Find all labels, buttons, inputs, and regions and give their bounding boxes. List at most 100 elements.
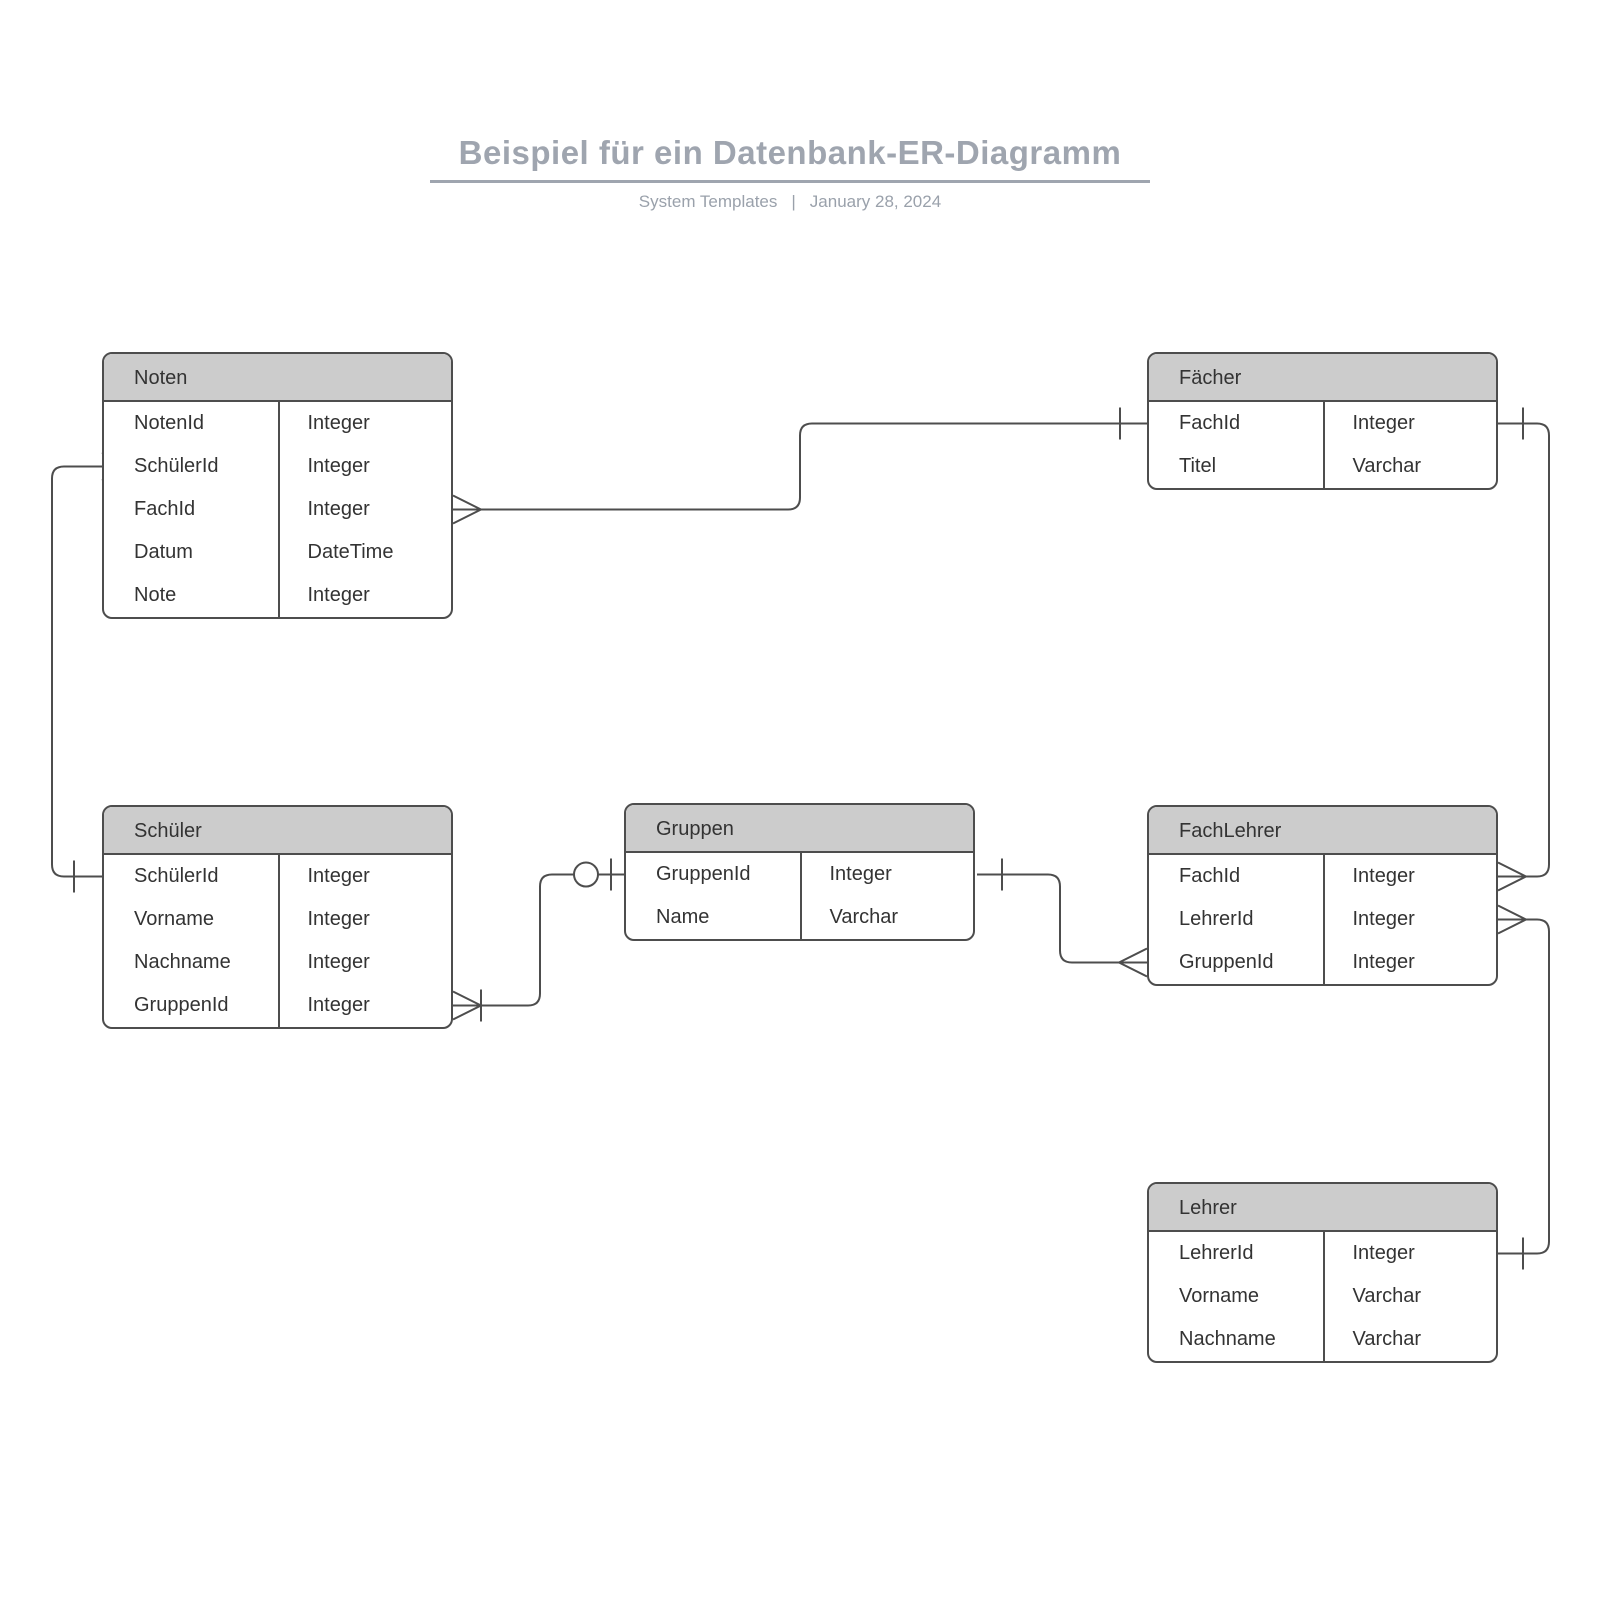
field-row: Vorname Varchar <box>1149 1275 1496 1318</box>
field-type: Integer <box>277 488 452 531</box>
field-name: Datum <box>134 541 193 563</box>
cardinality-zero-circle-icon <box>573 861 599 888</box>
field-name: FachId <box>1179 412 1241 434</box>
crowfoot-many-icon <box>1118 947 1148 978</box>
entity-table-gruppen[interactable]: Gruppen GruppenId Integer Name Varchar <box>624 803 975 941</box>
byline: System Templates <box>638 192 778 211</box>
entity-header: Fächer <box>1149 354 1496 402</box>
field-name: GruppenId <box>134 994 229 1016</box>
field-row: Vorname Integer <box>104 898 451 941</box>
field-name: LehrerId <box>1179 908 1254 930</box>
subtitle: System Templates | January 28, 2024 <box>430 192 1150 212</box>
field-name: Vorname <box>1179 1285 1260 1307</box>
field-name: FachId <box>134 498 196 520</box>
entity-table-noten[interactable]: Noten NotenId Integer SchülerId Integer … <box>102 352 453 619</box>
relationship-line <box>1498 918 1550 1255</box>
entity-table-schueler[interactable]: Schüler SchülerId Integer Vorname Intege… <box>102 805 453 1029</box>
relationship-faecher-fachlehrer[interactable] <box>1497 407 1550 892</box>
field-row: FachId Integer <box>1149 855 1496 898</box>
field-row: LehrerId Integer <box>1149 898 1496 941</box>
entity-header: Schüler <box>104 807 451 855</box>
entity-header: Noten <box>104 354 451 402</box>
relationship-gruppen-fachlehrer[interactable] <box>977 858 1148 978</box>
entity-body: LehrerId Integer Vorname Varchar Nachnam… <box>1149 1232 1496 1361</box>
field-name: Nachname <box>1179 1328 1276 1350</box>
field-row: SchülerId Integer <box>104 445 451 488</box>
field-row: Note Integer <box>104 574 451 617</box>
relationship-line <box>1498 422 1550 878</box>
field-row: Nachname Integer <box>104 941 451 984</box>
field-name: NotenId <box>134 412 205 434</box>
field-name: SchülerId <box>134 865 219 887</box>
field-type: Integer <box>1322 941 1497 984</box>
field-row: FachId Integer <box>104 488 451 531</box>
field-name: Name <box>656 906 710 928</box>
field-type: Integer <box>277 984 452 1027</box>
field-type: Integer <box>1322 402 1497 445</box>
entity-body: FachId Integer Titel Varchar <box>1149 402 1496 488</box>
field-type: Integer <box>277 445 452 488</box>
field-row: Datum DateTime <box>104 531 451 574</box>
entity-body: SchülerId Integer Vorname Integer Nachna… <box>104 855 451 1027</box>
field-row: LehrerId Integer <box>1149 1232 1496 1275</box>
field-row: NotenId Integer <box>104 402 451 445</box>
field-name: Nachname <box>134 951 231 973</box>
entity-header: Lehrer <box>1149 1184 1496 1232</box>
field-type: Varchar <box>1322 1318 1497 1361</box>
field-type: Integer <box>1322 1232 1497 1275</box>
relationship-noten-faecher[interactable] <box>452 407 1147 525</box>
field-type: Integer <box>277 898 452 941</box>
entity-header: FachLehrer <box>1149 807 1496 855</box>
field-row: Nachname Varchar <box>1149 1318 1496 1361</box>
relationship-line <box>453 422 1147 511</box>
crowfoot-many-icon <box>452 494 482 525</box>
field-type: Integer <box>277 855 452 898</box>
subtitle-separator: | <box>791 192 796 211</box>
entity-body: FachId Integer LehrerId Integer GruppenI… <box>1149 855 1496 984</box>
field-name: GruppenId <box>656 863 751 885</box>
field-type: Varchar <box>1322 445 1497 488</box>
field-name: FachId <box>1179 865 1241 887</box>
field-type: Integer <box>1322 898 1497 941</box>
date-label: January 28, 2024 <box>809 192 942 211</box>
field-type: Integer <box>1322 855 1497 898</box>
field-name: SchülerId <box>134 455 219 477</box>
crowfoot-many-icon <box>1497 904 1527 935</box>
field-name: Note <box>134 584 177 606</box>
field-type: Integer <box>277 574 452 617</box>
field-name: GruppenId <box>1179 951 1274 973</box>
entity-table-lehrer[interactable]: Lehrer LehrerId Integer Vorname Varchar … <box>1147 1182 1498 1363</box>
field-row: Titel Varchar <box>1149 445 1496 488</box>
entity-table-fachlehrer[interactable]: FachLehrer FachId Integer LehrerId Integ… <box>1147 805 1498 986</box>
relationship-schueler-gruppen[interactable] <box>452 858 624 1022</box>
field-row: GruppenId Integer <box>626 853 973 896</box>
field-type: Integer <box>799 853 974 896</box>
relationship-fachlehrer-lehrer[interactable] <box>1497 904 1550 1270</box>
field-row: GruppenId Integer <box>104 984 451 1027</box>
relationship-line <box>453 873 624 1007</box>
entity-table-faecher[interactable]: Fächer FachId Integer Titel Varchar <box>1147 352 1498 490</box>
crowfoot-many-icon <box>1497 861 1527 892</box>
field-row: Name Varchar <box>626 896 973 939</box>
relationship-line <box>977 873 1147 964</box>
relationship-line <box>51 465 102 878</box>
title-block: Beispiel für ein Datenbank-ER-Diagramm S… <box>430 132 1150 212</box>
field-name: LehrerId <box>1179 1242 1254 1264</box>
crowfoot-many-icon <box>452 990 482 1021</box>
page-title: Beispiel für ein Datenbank-ER-Diagramm <box>458 134 1122 171</box>
field-row: GruppenId Integer <box>1149 941 1496 984</box>
entity-header: Gruppen <box>626 805 973 853</box>
field-row: FachId Integer <box>1149 402 1496 445</box>
field-type: DateTime <box>277 531 452 574</box>
field-row: SchülerId Integer <box>104 855 451 898</box>
field-type: Integer <box>277 402 452 445</box>
field-name: Vorname <box>134 908 215 930</box>
title-underline <box>430 180 1150 183</box>
field-name: Titel <box>1179 455 1217 477</box>
field-type: Integer <box>277 941 452 984</box>
field-type: Varchar <box>1322 1275 1497 1318</box>
field-type: Varchar <box>799 896 974 939</box>
entity-body: GruppenId Integer Name Varchar <box>626 853 973 939</box>
